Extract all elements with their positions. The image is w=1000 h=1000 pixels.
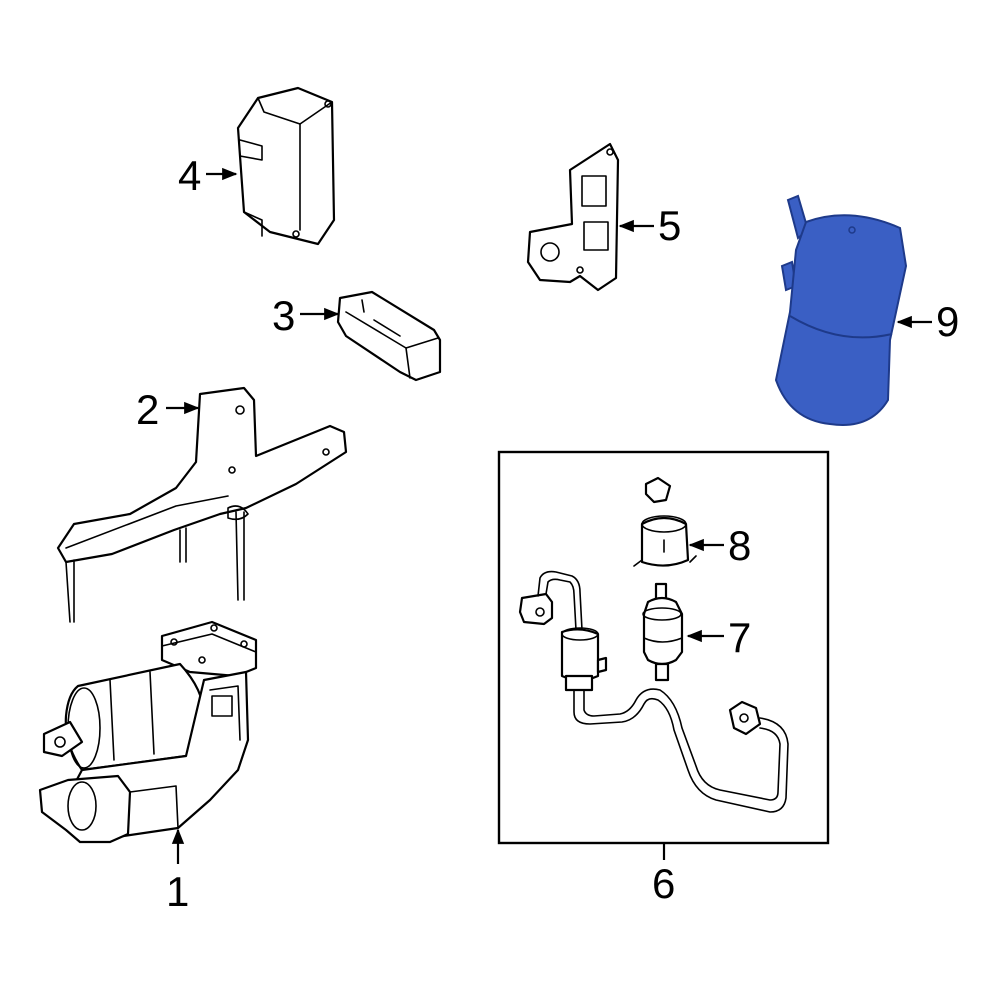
callout-1: 1 [166,868,189,915]
part-1-air-compressor[interactable] [38,620,258,844]
part-4-control-module[interactable] [236,86,336,246]
callout-5: 5 [658,202,681,249]
callout-6: 6 [652,860,675,907]
part-9-air-reservoir[interactable] [774,194,908,426]
part-8-filter-cap[interactable] [633,476,697,567]
callout-7: 7 [728,614,751,661]
callout-9: 9 [936,298,959,345]
callout-8: 8 [728,522,751,569]
part-3-retainer-clip[interactable] [336,290,442,382]
callout-2: 2 [136,386,159,433]
part-7-inline-filter[interactable] [642,582,684,682]
callout-4: 4 [178,152,201,199]
part-2-compressor-bracket[interactable] [56,386,348,623]
part-5-mounting-bracket[interactable] [526,142,620,292]
part-6-air-line-assembly[interactable] [518,570,789,813]
callout-3: 3 [272,292,295,339]
